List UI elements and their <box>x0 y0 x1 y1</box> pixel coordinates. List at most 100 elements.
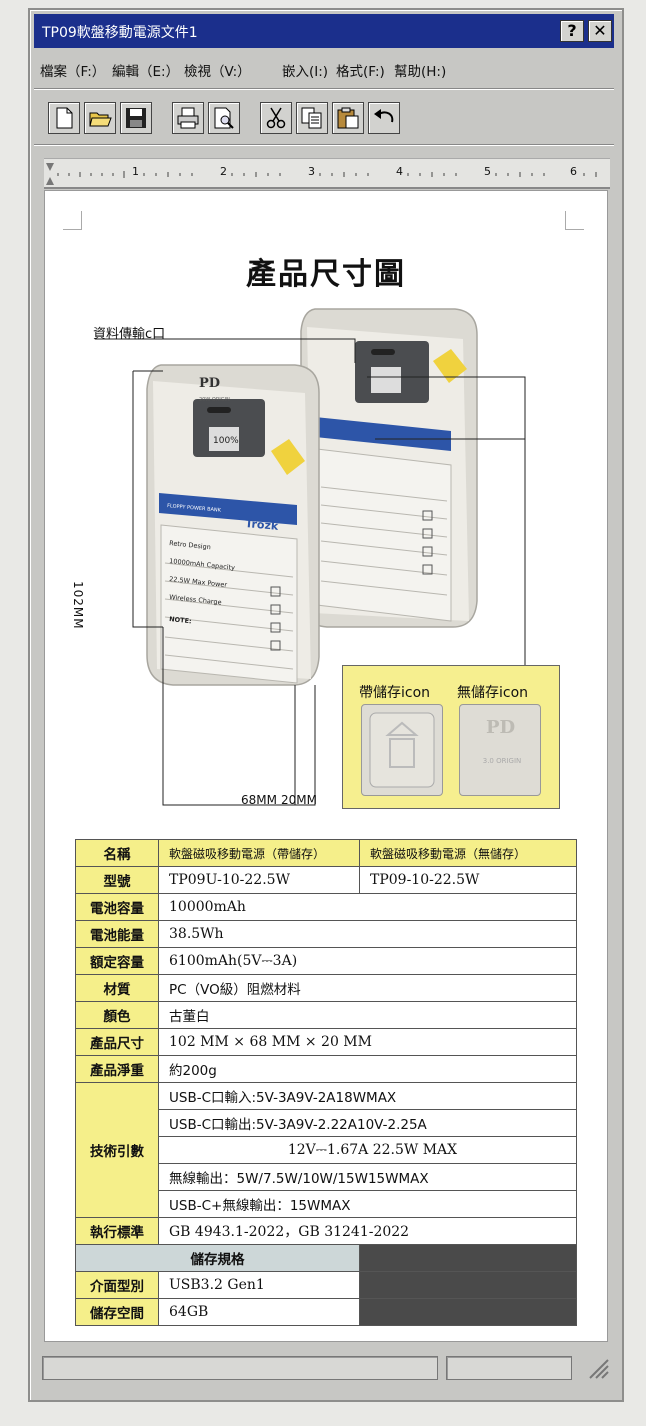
spec-key: 顏色 <box>75 1001 159 1029</box>
new-file-icon[interactable] <box>48 102 80 134</box>
ruler-number-3: 3 <box>308 165 315 178</box>
margin-corner <box>63 211 82 230</box>
table-row: 技術引數 USB-C口輸入:5V-3A9V-2A18WMAX <box>75 1082 577 1218</box>
table-row: 介面型別 USB3.2 Gen1 <box>75 1271 577 1299</box>
storage-icon-panel <box>361 704 443 796</box>
spec-value: GB 4943.1-2022，GB 31241-2022 <box>158 1217 577 1245</box>
table-row: 產品淨重約200g <box>75 1055 577 1083</box>
ruler-ticks <box>46 163 597 185</box>
device-banner-text: FLOPPY POWER BANK <box>167 503 222 514</box>
copy-icon[interactable] <box>296 102 328 134</box>
with-storage-label: 帶儲存icon <box>359 685 431 701</box>
device-brand-text: Trozk <box>245 517 280 533</box>
spec-value: 64GB <box>158 1298 360 1326</box>
width-label: 68MM <box>241 793 277 807</box>
spec-key: 名稱 <box>75 839 159 867</box>
device-pd-text: PD <box>199 376 220 391</box>
spec-key: 型號 <box>75 866 159 894</box>
spec-col2-header: 軟盤磁吸移動電源（無儲存） <box>359 839 577 867</box>
print-preview-icon[interactable] <box>208 102 240 134</box>
table-row: 儲存規格 <box>75 1244 577 1272</box>
menu-insert[interactable]: 嵌入(I:) <box>282 64 329 80</box>
status-bar-right <box>446 1356 572 1380</box>
data-port-label: 資料傳輸c口 <box>93 327 166 342</box>
app-window: TP09軟盤移動電源文件1 ? ✕ 檔案（F:） 編輯（E:） 檢視（V:） 嵌… <box>28 8 624 1402</box>
ruler-number-2: 2 <box>220 165 227 178</box>
dark-cell <box>359 1271 577 1299</box>
margin-corner <box>565 211 584 230</box>
device-front <box>146 364 320 686</box>
dark-cell <box>359 1298 577 1326</box>
paste-icon[interactable] <box>332 102 364 134</box>
product-illustration: PD 20W ORIGIN 100% FLOPPY POWER BANK Tro… <box>95 308 526 806</box>
spec-key: 技術引數 <box>75 1082 159 1218</box>
spec-value: 古董白 <box>158 1001 577 1029</box>
spec-col1-header: 軟盤磁吸移動電源（帶儲存） <box>158 839 360 867</box>
window-title: TP09軟盤移動電源文件1 <box>42 25 198 41</box>
ruler-number-6: 6 <box>570 165 577 178</box>
resize-grip-icon[interactable] <box>586 1356 610 1380</box>
spec-value: USB-C口輸入:5V-3A9V-2A18WMAX <box>158 1082 577 1110</box>
menu-format[interactable]: 格式(F:) <box>336 64 385 80</box>
table-row: 型號 TP09U-10-22.5W TP09-10-22.5W <box>75 866 577 894</box>
storage-spec-header: 儲存規格 <box>75 1244 360 1272</box>
menu-divider <box>34 88 614 90</box>
mini-pd-text: PD <box>486 717 516 738</box>
table-row: USB-C+無線輸出：15WMAX <box>76 1190 577 1218</box>
spec-value: 38.5Wh <box>158 920 577 948</box>
spec-key: 產品尺寸 <box>75 1028 159 1056</box>
device-screen-text: 100% <box>213 436 239 446</box>
title-bar[interactable]: TP09軟盤移動電源文件1 ? ✕ <box>34 14 614 48</box>
status-bar-left <box>42 1356 438 1380</box>
without-storage-label: 無儲存icon <box>457 685 529 701</box>
table-row: 12V⎓1.67A 22.5W MAX <box>76 1136 577 1164</box>
icon-comparison-box: 帶儲存icon 無儲存icon PD 3.0 ORIGIN <box>342 665 560 809</box>
spec-key: 介面型別 <box>75 1271 159 1299</box>
cut-icon[interactable] <box>260 102 292 134</box>
ruler[interactable]: 1 2 3 4 5 6 <box>44 158 610 189</box>
device-origin-text: 20W ORIGIN <box>199 397 230 403</box>
spec-key: 產品淨重 <box>75 1055 159 1083</box>
ruler-number-1: 1 <box>132 165 139 178</box>
spec-value: 102 MM × 68 MM × 20 MM <box>158 1028 577 1056</box>
spec-value: TP09-10-22.5W <box>359 866 577 894</box>
menu-file[interactable]: 檔案（F:） <box>40 64 106 80</box>
menu-view[interactable]: 檢視（V:） <box>184 64 251 80</box>
spec-value: PC（VO級）阻燃材料 <box>158 974 577 1002</box>
spec-key: 額定容量 <box>75 947 159 975</box>
spec-value: TP09U-10-22.5W <box>158 866 360 894</box>
spec-table: 名稱 軟盤磁吸移動電源（帶儲存） 軟盤磁吸移動電源（無儲存） 型號 TP09U-… <box>75 839 577 1326</box>
spec-key: 材質 <box>75 974 159 1002</box>
menu-help[interactable]: 幫助(H:) <box>394 64 447 80</box>
table-row: 儲存空間 64GB <box>75 1298 577 1326</box>
undo-icon[interactable] <box>368 102 400 134</box>
close-button[interactable]: ✕ <box>588 20 612 42</box>
spec-value: USB-C+無線輸出：15WMAX <box>158 1190 577 1218</box>
height-label: 102MM <box>71 581 85 630</box>
spec-value: 約200g <box>158 1055 577 1083</box>
document-page[interactable]: 產品尺寸圖 <box>44 190 608 1342</box>
spec-key: 儲存空間 <box>75 1298 159 1326</box>
depth-label: 20MM <box>281 793 317 807</box>
open-folder-icon[interactable] <box>84 102 116 134</box>
ruler-number-4: 4 <box>396 165 403 178</box>
print-icon[interactable] <box>172 102 204 134</box>
table-row: 顏色古董白 <box>75 1001 577 1029</box>
spec-value: USB3.2 Gen1 <box>158 1271 360 1299</box>
menu-edit[interactable]: 編輯（E:） <box>112 64 180 80</box>
no-storage-icon-panel: PD 3.0 ORIGIN <box>459 704 541 796</box>
device-note: NOTE: <box>169 615 192 625</box>
device-back <box>300 308 478 628</box>
spec-value: 無線輸出：5W/7.5W/10W/15W15WMAX <box>158 1163 577 1191</box>
help-button[interactable]: ? <box>560 20 584 42</box>
table-row: 名稱 軟盤磁吸移動電源（帶儲存） 軟盤磁吸移動電源（無儲存） <box>75 839 577 867</box>
ruler-number-5: 5 <box>484 165 491 178</box>
spec-value: 10000mAh <box>158 893 577 921</box>
mini-usb-text: 3.0 ORIGIN <box>482 757 522 765</box>
save-icon[interactable] <box>120 102 152 134</box>
